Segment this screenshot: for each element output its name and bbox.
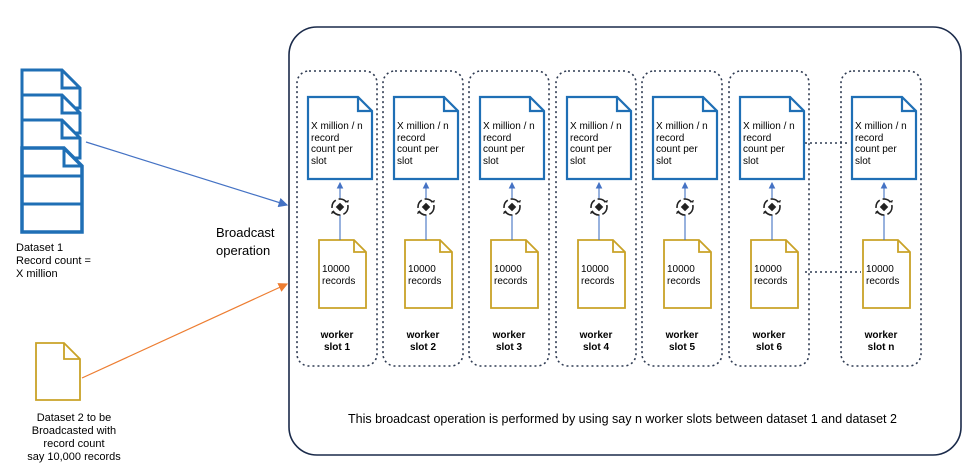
worker-slot-7	[840, 70, 922, 367]
document-fold	[785, 240, 798, 253]
footer-caption: This broadcast operation is performed by…	[348, 412, 897, 426]
partition-text: X million / n record count per slot	[483, 121, 535, 167]
partition-text: X million / n record count per slot	[570, 121, 622, 167]
partition-document-icon	[651, 95, 719, 181]
records-document-icon	[862, 239, 911, 309]
records-text: 10000 records	[754, 264, 788, 287]
partition-document-icon	[478, 95, 546, 181]
document-fold	[525, 240, 538, 253]
worker-slot-label: worker slot 6	[752, 330, 786, 353]
partition-text: X million / n record count per slot	[656, 121, 708, 167]
document-fold	[788, 97, 804, 113]
records-text: 10000 records	[322, 264, 356, 287]
slot-outline	[728, 70, 810, 367]
records-text: 10000 records	[866, 264, 900, 287]
document-fold	[356, 97, 372, 113]
worker-slot-label: worker slot 1	[320, 330, 354, 353]
records-document-icon	[490, 239, 539, 309]
records-document-icon	[318, 239, 367, 309]
worker-slot-label: worker slot 4	[579, 330, 613, 353]
slot-outline	[555, 70, 637, 367]
records-text: 10000 records	[494, 264, 528, 287]
slot-outline	[840, 70, 922, 367]
gear-cycle-icon	[331, 198, 349, 216]
dataset2-document-icon	[35, 342, 81, 401]
dataset1-arrow	[85, 141, 289, 208]
document-fold	[701, 97, 717, 113]
dataset2-label: Dataset 2 to be Broadcasted with record …	[27, 412, 121, 463]
records-text: 10000 records	[667, 264, 701, 287]
records-text: 10000 records	[408, 264, 442, 287]
gear-cycle-icon	[590, 198, 608, 216]
partition-text: X million / n record count per slot	[397, 121, 449, 167]
broadcast-operation-label: Broadcast operation	[216, 225, 275, 258]
gear-cycle-icon	[417, 198, 435, 216]
partition-document-icon	[306, 95, 374, 181]
worker-slot-label: worker slot 2	[406, 330, 440, 353]
worker-slot-label: worker slot n	[864, 330, 898, 353]
gear-cycle-icon	[875, 198, 893, 216]
gear-cycle-icon	[763, 198, 781, 216]
document-fold	[612, 240, 625, 253]
worker-slot-label: worker slot 5	[665, 330, 699, 353]
partition-document-icon	[565, 95, 633, 181]
records-document-icon	[663, 239, 712, 309]
broadcast-container	[288, 26, 962, 456]
slot-outline	[641, 70, 723, 367]
document-fold	[900, 97, 916, 113]
gear-cycle-icon	[503, 198, 521, 216]
dataset2-arrow	[81, 283, 289, 379]
partition-document-icon	[392, 95, 460, 181]
worker-slot-5	[641, 70, 723, 367]
dataset1-label: Dataset 1 Record count = X million	[16, 242, 91, 280]
worker-slot-3	[468, 70, 550, 367]
worker-slot-1	[296, 70, 378, 367]
document-fold	[698, 240, 711, 253]
worker-slot-6	[728, 70, 810, 367]
slot-outline	[468, 70, 550, 367]
worker-slot-label: worker slot 3	[492, 330, 526, 353]
slot-outline	[382, 70, 464, 367]
worker-slots	[296, 70, 922, 367]
partition-document-icon	[738, 95, 806, 181]
partition-text: X million / n record count per slot	[855, 121, 907, 167]
document-fold	[528, 97, 544, 113]
document-fold	[897, 240, 910, 253]
partition-text: X million / n record count per slot	[311, 121, 363, 167]
gear-cycle-icon	[676, 198, 694, 216]
partition-document-icon	[850, 95, 918, 181]
records-text: 10000 records	[581, 264, 615, 287]
records-document-icon	[404, 239, 453, 309]
document-fold	[442, 97, 458, 113]
records-document-icon	[750, 239, 799, 309]
worker-slot-2	[382, 70, 464, 367]
document-fold	[353, 240, 366, 253]
slot-outline	[296, 70, 378, 367]
partition-text: X million / n record count per slot	[743, 121, 795, 167]
dataset1-documents-icon	[20, 68, 84, 234]
records-document-icon	[577, 239, 626, 309]
document-fold	[439, 240, 452, 253]
worker-slot-4	[555, 70, 637, 367]
document-fold	[615, 97, 631, 113]
